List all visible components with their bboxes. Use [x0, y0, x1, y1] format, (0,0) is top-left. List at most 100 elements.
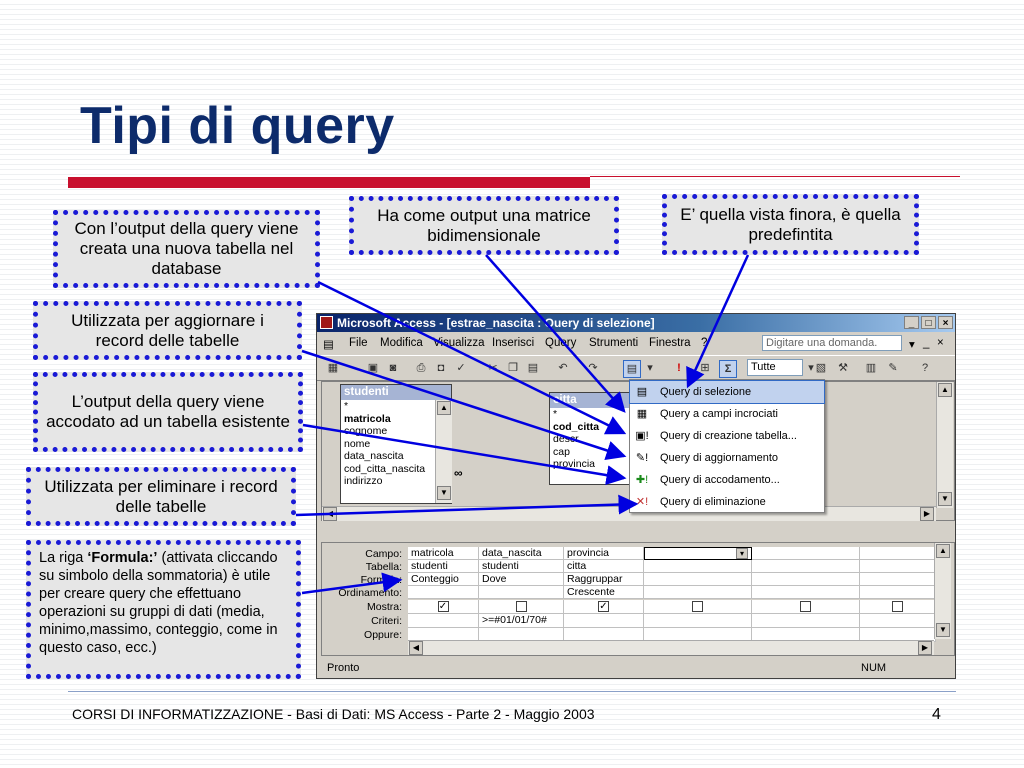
scroll-up-icon[interactable]: ▲: [938, 383, 952, 397]
build-icon[interactable]: ⚒: [838, 362, 848, 374]
maximize-icon[interactable]: □: [921, 316, 936, 329]
grid-cell-campo[interactable]: provincia: [564, 547, 644, 560]
scroll-down-icon[interactable]: ▼: [936, 623, 950, 637]
menu-item-query-aggiornamento[interactable]: ✎! Query di aggiornamento: [630, 447, 824, 469]
show-table-icon[interactable]: ⊞: [700, 362, 710, 374]
show-checkbox[interactable]: [800, 601, 811, 612]
field-star[interactable]: *: [344, 400, 349, 412]
scroll-right-icon[interactable]: ▶: [920, 507, 934, 521]
grid-cell-tabella[interactable]: [644, 560, 752, 573]
menu-finestra[interactable]: Finestra: [649, 337, 691, 349]
top-values-combo[interactable]: Tutte: [747, 359, 803, 376]
table-pane-vscroll[interactable]: ▲ ▼: [936, 382, 953, 508]
database-window-icon[interactable]: ▥: [865, 362, 877, 374]
field-matricola[interactable]: matricola: [344, 412, 391, 425]
properties-icon[interactable]: ▧: [815, 362, 827, 374]
print-preview-icon[interactable]: ◘: [437, 362, 445, 374]
menu-strumenti[interactable]: Strumenti: [589, 337, 639, 349]
scroll-right-icon[interactable]: ▶: [918, 641, 932, 655]
doc-close-icon[interactable]: ×: [937, 337, 944, 349]
grid-cell-campo[interactable]: matricola: [408, 547, 479, 560]
new-object-icon[interactable]: ✎: [888, 362, 898, 374]
grid-vscroll[interactable]: ▲ ▼: [934, 543, 951, 639]
minimize-icon[interactable]: _: [904, 316, 919, 329]
grid-cell-ordinamento[interactable]: [752, 586, 860, 599]
grid-cell-tabella[interactable]: [752, 560, 860, 573]
field-cod-citta[interactable]: cod_citta: [553, 420, 600, 433]
spelling-icon[interactable]: ✓: [456, 362, 466, 374]
window-titlebar[interactable]: Microsoft Access - [estrae_nascita : Que…: [317, 314, 955, 332]
field-indirizzo[interactable]: indirizzo: [344, 475, 383, 487]
menu-item-query-selezione[interactable]: ▤ Query di selezione: [629, 380, 825, 404]
grid-cell-formula[interactable]: Dove: [479, 573, 564, 586]
query-type-dropdown-icon[interactable]: ▾: [647, 362, 653, 374]
grid-cell-tabella[interactable]: studenti: [479, 560, 564, 573]
query-type-icon[interactable]: ▤: [623, 360, 641, 378]
search-file-icon[interactable]: ◙: [389, 362, 397, 374]
menu-help[interactable]: ?: [701, 337, 708, 349]
grid-cell-tabella[interactable]: citta: [564, 560, 644, 573]
grid-hscroll[interactable]: ◀ ▶: [408, 640, 934, 655]
grid-cell-campo[interactable]: [752, 547, 860, 560]
grid-cell-ordinamento[interactable]: [408, 586, 479, 599]
run-icon[interactable]: !: [677, 362, 681, 374]
grid-cell-criteri[interactable]: >=#01/01/70#: [479, 614, 564, 628]
field-nome[interactable]: nome: [344, 437, 371, 450]
grid-cell-criteri[interactable]: [564, 614, 644, 628]
show-checkbox[interactable]: ✓: [437, 601, 449, 612]
grid-cell-ordinamento[interactable]: [479, 586, 564, 599]
menu-item-query-accodamento[interactable]: ✚! Query di accodamento...: [630, 469, 824, 491]
totals-sigma-icon[interactable]: Σ: [719, 360, 737, 378]
grid-cell-formula[interactable]: Raggruppar: [564, 573, 644, 586]
menu-item-query-campi-incrociati[interactable]: ▦ Query a campi incrociati: [630, 403, 824, 425]
show-checkbox[interactable]: [515, 601, 527, 612]
field-cap[interactable]: cap: [553, 445, 570, 458]
grid-cell-ordinamento[interactable]: [644, 586, 752, 599]
field-cod-citta-nascita[interactable]: cod_citta_nascita: [344, 462, 426, 475]
scroll-left-icon[interactable]: ◀: [409, 641, 423, 655]
table-studenti[interactable]: studenti * matricola cognome nome data_n…: [340, 384, 452, 504]
append-query-icon: ✚!: [635, 474, 649, 486]
grid-cell-criteri[interactable]: [752, 614, 860, 628]
scroll-down-icon[interactable]: ▼: [938, 492, 952, 506]
show-checkbox[interactable]: [892, 601, 903, 612]
menu-inserisci[interactable]: Inserisci: [492, 337, 535, 349]
grid-cell-criteri[interactable]: [644, 614, 752, 628]
copy-icon[interactable]: ❐: [508, 362, 518, 374]
menu-query[interactable]: Query: [545, 337, 577, 349]
scroll-up-icon[interactable]: ▲: [437, 401, 451, 415]
print-icon[interactable]: ⎙: [416, 362, 426, 374]
menu-item-query-eliminazione[interactable]: ✕! Query di eliminazione: [630, 491, 824, 513]
show-checkbox[interactable]: [692, 601, 703, 612]
help-icon[interactable]: ?: [921, 362, 929, 374]
grid-cell-tabella[interactable]: studenti: [408, 560, 479, 573]
show-checkbox[interactable]: ✓: [598, 601, 609, 612]
grid-cell-ordinamento[interactable]: Crescente: [564, 586, 644, 599]
grid-cell-formula[interactable]: Conteggio: [408, 573, 479, 586]
grid-cell-campo[interactable]: data_nascita: [479, 547, 564, 560]
ask-question-box[interactable]: Digitare una domanda.: [762, 335, 902, 351]
field-star[interactable]: *: [553, 408, 558, 420]
top-values-dropdown-icon[interactable]: ▾: [808, 362, 814, 374]
field-data-nascita[interactable]: data_nascita: [344, 450, 404, 462]
table-studenti-scrollbar[interactable]: ▲ ▼: [435, 400, 452, 503]
menu-file[interactable]: File: [349, 337, 368, 349]
view-icon[interactable]: ▦: [327, 362, 339, 374]
redo-icon[interactable]: ↷: [588, 362, 598, 374]
paste-icon[interactable]: ▤: [527, 362, 539, 374]
doc-icon[interactable]: ▤: [323, 339, 334, 351]
field-dropdown-icon[interactable]: ▾: [736, 548, 748, 559]
chevron-down-icon[interactable]: ▾: [909, 339, 915, 351]
save-icon[interactable]: ▣: [367, 362, 379, 374]
undo-icon[interactable]: ↶: [558, 362, 568, 374]
close-icon[interactable]: ×: [938, 316, 953, 329]
grid-cell-formula[interactable]: [644, 573, 752, 586]
menu-modifica[interactable]: Modifica: [380, 337, 423, 349]
doc-minimize-icon[interactable]: _: [923, 337, 930, 349]
scroll-down-icon[interactable]: ▼: [437, 486, 451, 500]
scroll-up-icon[interactable]: ▲: [936, 544, 950, 558]
grid-cell-criteri[interactable]: [408, 614, 479, 628]
grid-cell-formula[interactable]: [752, 573, 860, 586]
grid-cell-campo[interactable]: [644, 547, 752, 560]
menu-item-query-creazione-tabella[interactable]: ▣! Query di creazione tabella...: [630, 425, 824, 447]
